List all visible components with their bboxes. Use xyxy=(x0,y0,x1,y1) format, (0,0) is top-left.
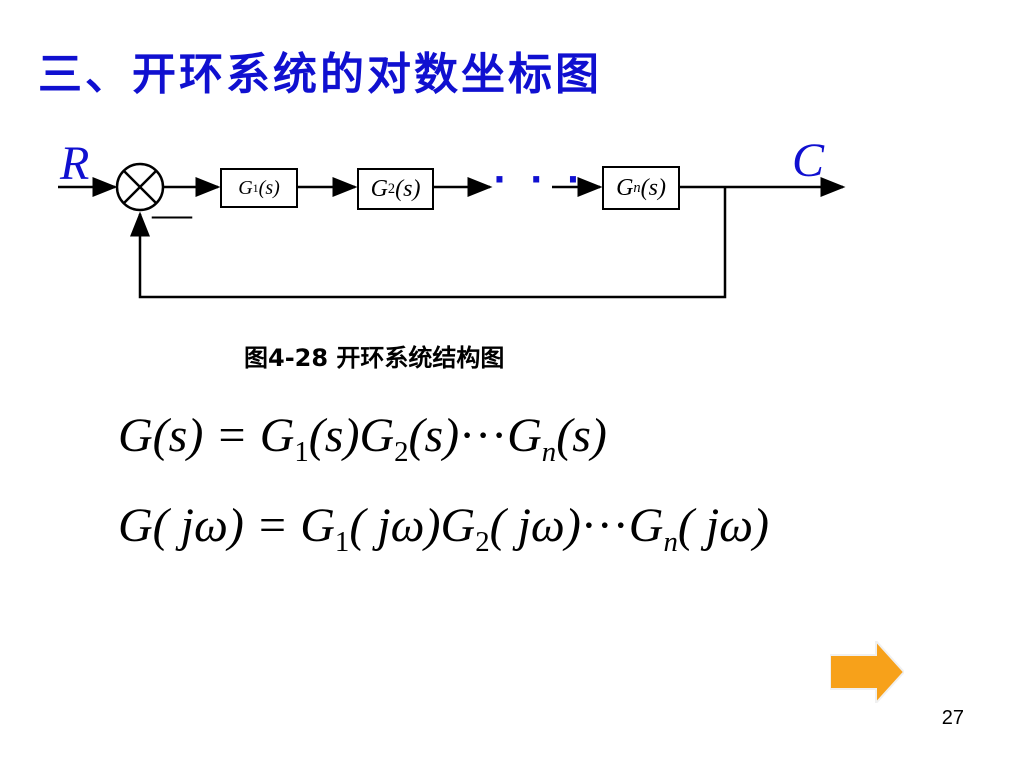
eq1-g1: G xyxy=(259,409,295,462)
eq1-gn-sub: n xyxy=(541,436,557,469)
block-g2-name: G xyxy=(370,175,388,202)
eq1-gn-arg: (s) xyxy=(556,409,607,462)
block-g2-sub: 2 xyxy=(387,180,396,197)
equation-2: G( jω) = G1( jω)G2( jω)···Gn( jω) xyxy=(118,498,769,559)
eq1-lhs: G(s) = xyxy=(118,409,248,462)
figure-caption: 图4-28 开环系统结构图 xyxy=(244,344,505,372)
eq1-gn: G xyxy=(507,409,542,462)
block-gn-sub: n xyxy=(633,179,641,196)
eq1-g2-sub: 2 xyxy=(394,436,409,469)
eq1-ellipsis: ··· xyxy=(459,409,508,462)
eq2-g1-arg: ( jω) xyxy=(349,499,441,552)
right-arrow-icon[interactable] xyxy=(830,641,904,703)
block-g2-arg: (s) xyxy=(395,175,421,202)
eq2-ellipsis: ··· xyxy=(580,499,629,552)
eq2-lhs: G( jω) = xyxy=(118,499,289,552)
input-label-r: R xyxy=(60,137,90,190)
ellipsis: · · · xyxy=(493,160,586,200)
page-number: 27 xyxy=(941,707,964,729)
eq2-gn: G xyxy=(628,499,664,552)
block-gn-name: G xyxy=(616,174,634,201)
block-gn-arg: (s) xyxy=(640,174,666,201)
eq2-g2-arg: ( jω) xyxy=(489,499,581,552)
eq2-gn-arg: ( jω) xyxy=(677,499,770,552)
eq2-g2: G xyxy=(440,499,476,552)
eq1-g2: G xyxy=(359,409,395,462)
feedback-minus-sign: — xyxy=(152,191,192,236)
eq2-g1-sub: 1 xyxy=(334,526,350,559)
equation-1: G(s) = G1(s)G2(s)···Gn(s) xyxy=(118,408,607,469)
block-g1-arg: (s) xyxy=(258,176,280,199)
eq1-g2-arg: (s) xyxy=(408,409,460,462)
eq2-g2-sub: 2 xyxy=(475,526,490,559)
eq1-g1-sub: 1 xyxy=(294,436,309,469)
block-g1-sub: 1 xyxy=(252,180,259,195)
eq2-g1: G xyxy=(300,499,335,552)
block-g1-name: G xyxy=(238,176,253,199)
feedback-path xyxy=(130,187,727,299)
eq2-gn-sub: n xyxy=(663,526,678,559)
slide-title: 三、开环系统的对数坐标图 xyxy=(38,49,602,100)
output-label-c: C xyxy=(792,134,825,187)
eq1-g1-arg: (s) xyxy=(308,409,360,462)
